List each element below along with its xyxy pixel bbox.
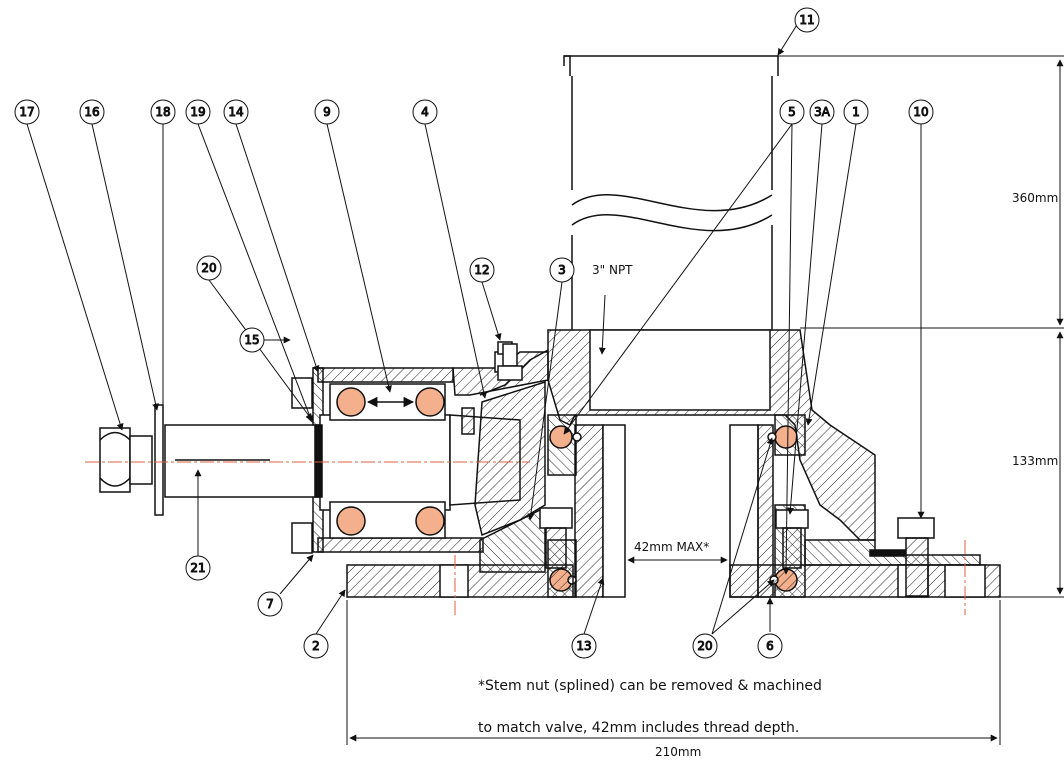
balloon-3a: 3A — [809, 99, 835, 125]
balloon-2: 2 — [303, 633, 329, 659]
balloon-17: 17 — [14, 99, 40, 125]
balloon-15: 15 — [239, 327, 265, 353]
dim-210-label: 210mm — [655, 745, 701, 759]
balloon-5-text: 5 — [788, 105, 796, 119]
dim-360-label: 360mm — [1012, 191, 1058, 205]
balloon-18: 18 — [150, 99, 176, 125]
pinion-bearings — [329, 383, 446, 539]
balloon-13: 13 — [571, 633, 597, 659]
balloon-17-text: 17 — [19, 105, 34, 119]
balloon-20-lower-text: 20 — [697, 639, 712, 653]
balloon-2-text: 2 — [312, 639, 320, 653]
balloon-4: 4 — [412, 99, 438, 125]
note-line-2: to match valve, 42mm includes thread dep… — [478, 720, 800, 736]
balloon-5: 5 — [779, 99, 805, 125]
leader-lines — [26, 19, 925, 635]
bevel-gears — [474, 380, 546, 573]
balloon-11-text: 11 — [799, 13, 814, 27]
balloon-15-text: 15 — [244, 333, 259, 347]
balloon-7-text: 7 — [266, 597, 274, 611]
balloon-3: 3 — [549, 257, 575, 283]
centerlines — [85, 461, 966, 615]
balloon-12: 12 — [469, 257, 495, 283]
balloon-16-text: 16 — [84, 105, 99, 119]
dim-42-label: 42mm MAX* — [634, 540, 709, 554]
balloon-10: 10 — [908, 99, 934, 125]
pipe-extension — [563, 55, 779, 330]
npt-label: 3" NPT — [592, 263, 633, 277]
balloon-9: 9 — [314, 99, 340, 125]
balloon-1-text: 1 — [852, 105, 860, 119]
balloon-20-lower: 20 — [692, 633, 718, 659]
balloon-13-text: 13 — [576, 639, 591, 653]
stem-nut-note: *Stem nut (splined) can be removed & mac… — [478, 655, 822, 760]
balloon-4-text: 4 — [421, 105, 429, 119]
balloon-19-text: 19 — [190, 105, 205, 119]
balloon-14: 14 — [223, 99, 249, 125]
balloon-1: 1 — [843, 99, 869, 125]
shaft-nut — [99, 404, 164, 516]
dim-133-label: 133mm — [1012, 454, 1058, 468]
balloon-18-text: 18 — [155, 105, 170, 119]
balloon-21-text: 21 — [190, 561, 205, 575]
balloon-6-text: 6 — [766, 639, 774, 653]
note-line-1: *Stem nut (splined) can be removed & mac… — [478, 678, 822, 694]
balloon-21: 21 — [185, 555, 211, 581]
balloon-3a-text: 3A — [814, 105, 831, 119]
balloon-19: 19 — [185, 99, 211, 125]
balloon-3-text: 3 — [558, 263, 566, 277]
grease-nipple — [497, 343, 523, 381]
balloon-9-text: 9 — [323, 105, 331, 119]
balloon-11: 11 — [794, 7, 820, 33]
balloon-7: 7 — [257, 591, 283, 617]
housing-bolts — [291, 377, 475, 554]
part-balloons: 17 16 18 19 14 9 4 20 12 3 5 3A 1 10 11 … — [14, 7, 934, 659]
balloon-20-upper: 20 — [196, 255, 222, 281]
balloon-16: 16 — [79, 99, 105, 125]
balloon-10-text: 10 — [913, 105, 928, 119]
base-flange — [346, 539, 1001, 598]
flange-bolts — [539, 507, 935, 597]
dimension-lines — [346, 55, 1064, 745]
balloon-12-text: 12 — [474, 263, 489, 277]
balloon-20-upper-text: 20 — [201, 261, 216, 275]
balloon-14-text: 14 — [228, 105, 243, 119]
balloon-6: 6 — [757, 633, 783, 659]
main-housing — [479, 329, 876, 541]
